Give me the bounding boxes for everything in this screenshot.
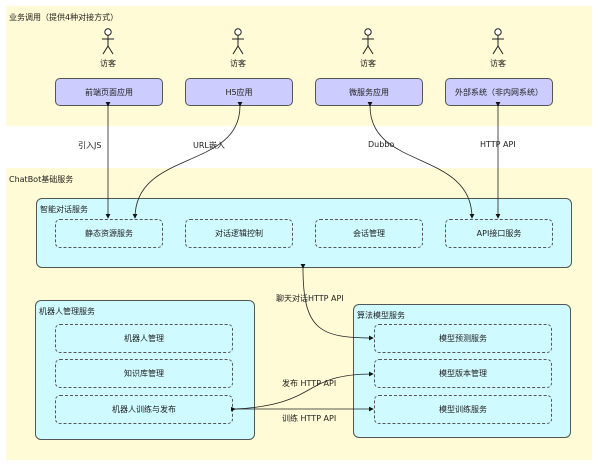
dialog-service-group: 智能对话服务 — [36, 198, 572, 268]
algorithm-model-group: 算法模型服务 — [353, 304, 571, 438]
visitor-actor-2: 访客 — [218, 28, 258, 69]
model-training-service[interactable]: 模型训练服务 — [374, 395, 552, 424]
edge-label-publish-http-api: 发布 HTTP API — [282, 379, 337, 388]
visitor-actor-1: 访客 — [88, 28, 128, 69]
api-interface-service[interactable]: API接口服务 — [445, 219, 553, 248]
app-frontend-page[interactable]: 前端页面应用 — [55, 78, 163, 106]
actor-label: 访客 — [490, 59, 506, 68]
robot-management-group: 机器人管理服务 — [35, 300, 255, 440]
visitor-actor-4: 访客 — [478, 28, 518, 69]
business-zone — [6, 6, 592, 126]
robot-training-publishing[interactable]: 机器人训练与发布 — [55, 395, 233, 424]
business-zone-title: 业务调用（提供4种对接方式） — [9, 13, 119, 22]
dialog-service-title: 智能对话服务 — [40, 205, 88, 214]
app-external-system[interactable]: 外部系统（非内网系统） — [445, 78, 553, 106]
algorithm-model-title: 算法模型服务 — [357, 311, 405, 320]
person-icon — [492, 28, 504, 55]
chatbot-zone-title: ChatBot基础服务 — [9, 175, 74, 184]
actor-label: 访客 — [100, 59, 116, 68]
edge-label-chat-http-api: 聊天对话HTTP API — [276, 294, 344, 303]
app-h5[interactable]: H5应用 — [185, 78, 293, 106]
robot-management-title: 机器人管理服务 — [39, 307, 95, 316]
dialog-logic-control[interactable]: 对话逻辑控制 — [185, 219, 293, 248]
actor-label: 访客 — [360, 59, 376, 68]
model-version-management[interactable]: 模型版本管理 — [374, 359, 552, 388]
edge-label-train-http-api: 训练 HTTP API — [282, 414, 337, 423]
model-prediction-service[interactable]: 模型预测服务 — [374, 324, 552, 353]
person-icon — [102, 28, 114, 55]
app-microservice[interactable]: 微服务应用 — [315, 78, 423, 106]
visitor-actor-3: 访客 — [348, 28, 388, 69]
person-icon — [232, 28, 244, 55]
person-icon — [362, 28, 374, 55]
actor-label: 访客 — [230, 59, 246, 68]
static-resource-service[interactable]: 静态资源服务 — [55, 219, 163, 248]
session-management[interactable]: 会话管理 — [315, 219, 423, 248]
edge-label-import-js: 引入JS — [78, 141, 102, 150]
robot-management[interactable]: 机器人管理 — [55, 324, 233, 353]
edge-label-http-api: HTTP API — [480, 140, 516, 149]
edge-label-url-embed: URL嵌入 — [193, 141, 225, 150]
edge-label-dubbo: Dubbo — [368, 140, 395, 149]
knowledge-base-management[interactable]: 知识库管理 — [55, 359, 233, 388]
